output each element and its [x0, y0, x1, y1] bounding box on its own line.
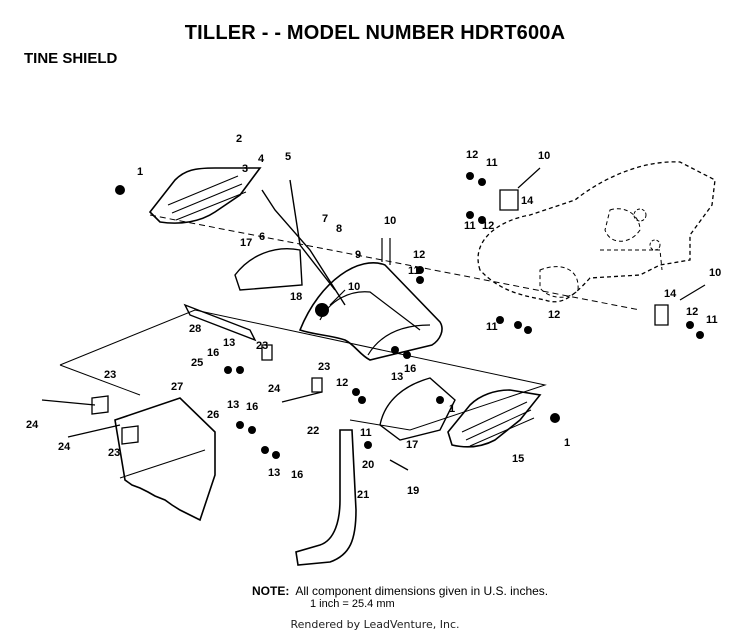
part-label: 24 — [268, 383, 281, 395]
part-label: 14 — [664, 288, 677, 300]
part-label: 8 — [336, 223, 342, 235]
tiller-body-outline — [477, 161, 716, 303]
main-tine-shield — [298, 262, 443, 361]
part-label: 11 — [360, 427, 372, 439]
part-label: 23 — [256, 340, 268, 352]
bracket-14-lower — [654, 304, 669, 326]
section-title: TINE SHIELD — [24, 50, 118, 67]
depth-bar-21 — [295, 429, 357, 566]
part-label: 13 — [391, 371, 403, 383]
part-label: 23 — [318, 361, 330, 373]
part-label: 16 — [291, 469, 303, 481]
shield-flap-17-lower — [379, 377, 456, 441]
part-label: 7 — [322, 213, 328, 225]
part-label: 6 — [259, 231, 265, 243]
part-label: 18 — [290, 291, 302, 303]
side-shield-15 — [447, 389, 542, 448]
part-label: 16 — [404, 363, 416, 375]
part-label: 12 — [413, 249, 425, 261]
part-label: 1 — [564, 437, 570, 449]
part-label: 21 — [357, 489, 369, 501]
part-label: 16 — [207, 347, 219, 359]
part-label: 10 — [538, 150, 550, 162]
part-label: 20 — [362, 459, 374, 471]
part-label: 26 — [207, 409, 219, 421]
page-title: TILLER - - MODEL NUMBER HDRT600A — [184, 22, 566, 44]
part-label: 25 — [191, 357, 203, 369]
credit-line: Rendered by LeadVenture, Inc. — [290, 618, 460, 631]
part-label: 17 — [240, 237, 252, 249]
tine-flap-27 — [114, 397, 216, 522]
part-label: 1 — [137, 166, 143, 178]
part-label: 1 — [449, 403, 455, 415]
part-label: 24 — [58, 441, 71, 453]
part-label: 10 — [348, 281, 360, 293]
part-label: 12 — [548, 309, 560, 321]
part-label: 17 — [406, 439, 418, 451]
part-label: 15 — [512, 453, 524, 465]
part-label: 19 — [407, 485, 419, 497]
axle-guide-line — [149, 214, 641, 311]
part-label: 2 — [236, 133, 242, 145]
note-line-1: All component dimensions given in U.S. i… — [295, 584, 549, 598]
bracket-14-upper — [499, 189, 519, 211]
part-label: 9 — [355, 249, 361, 261]
part-number-labels: 1 2 3 4 5 6 7 8 9 10 10 10 10 11 11 11 1… — [26, 133, 721, 501]
note-label: NOTE: — [252, 584, 290, 598]
part-label: 24 — [26, 419, 39, 431]
part-label: 16 — [246, 401, 258, 413]
part-label: 23 — [104, 369, 116, 381]
part-label: 28 — [189, 323, 201, 335]
part-label: 10 — [384, 215, 396, 227]
part-label: 12 — [482, 220, 494, 232]
note-line-2: 1 inch = 25.4 mm — [310, 598, 395, 610]
dimension-note: NOTE: All component dimensions given in U… — [252, 584, 549, 611]
part-label: 11 — [706, 314, 718, 326]
part-label: 4 — [258, 153, 265, 165]
part-label: 5 — [285, 151, 291, 163]
part-label: 11 — [464, 220, 476, 232]
part-label: 11 — [486, 321, 498, 333]
side-shield-2 — [148, 167, 262, 224]
part-label: 11 — [486, 157, 498, 169]
part-label: 23 — [108, 447, 120, 459]
part-label: 27 — [171, 381, 183, 393]
part-label: 3 — [242, 163, 248, 175]
control-rod — [261, 189, 346, 306]
part-label: 13 — [227, 399, 239, 411]
part-label: 11 — [408, 265, 420, 277]
shield-flap-17-upper — [234, 248, 303, 291]
part-label: 14 — [521, 195, 534, 207]
bracket-28 — [183, 303, 257, 342]
part-label: 13 — [223, 337, 235, 349]
part-label: 12 — [686, 306, 698, 318]
part-label: 12 — [336, 377, 348, 389]
part-label: 13 — [268, 467, 280, 479]
part-label: 12 — [466, 149, 478, 161]
part-label: 22 — [307, 425, 319, 437]
part-label: 10 — [709, 267, 721, 279]
assembly-outline — [59, 309, 547, 431]
bolt-24 — [41, 399, 96, 406]
